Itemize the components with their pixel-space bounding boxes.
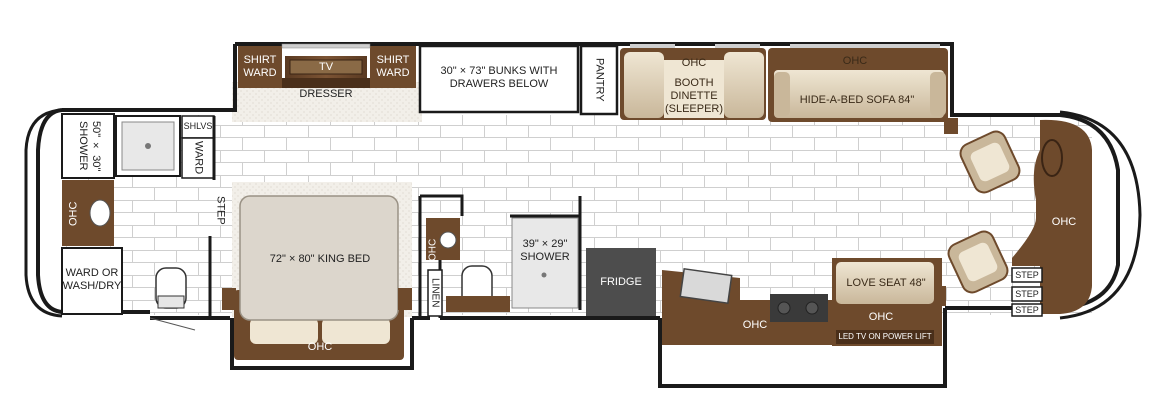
led-tv-label: LED TV ON POWER LIFT <box>838 332 932 341</box>
ohc-kitchen-label: OHC <box>742 318 768 331</box>
love-seat-label: LOVE SEAT 48" <box>846 276 926 289</box>
ohc-cab-label: OHC <box>1051 215 1077 228</box>
cockpit-console <box>1012 119 1092 314</box>
bedroom-slide <box>238 43 416 88</box>
rear-step-label: STEP <box>214 195 227 225</box>
front-cab <box>1059 110 1142 320</box>
bunks <box>418 44 580 114</box>
step-1-label: STEP <box>1015 270 1039 280</box>
entry-steps <box>1011 267 1043 317</box>
recliners <box>947 130 1021 294</box>
king-bed <box>222 195 412 360</box>
ohc-love-seat-label: OHC <box>868 310 894 323</box>
sofa-label: HIDE-A-BED SOFA 84" <box>799 93 915 106</box>
ward-wash-label: WARD OR WASH/DRY <box>62 267 122 292</box>
half-bath <box>426 218 510 317</box>
dresser-label: DRESSER <box>299 87 353 100</box>
pantry <box>579 44 619 116</box>
ward-label: WARD <box>192 141 205 175</box>
fridge <box>586 248 656 316</box>
tv-label: TV <box>318 60 334 73</box>
ohc-bed-label: OHC <box>307 340 333 353</box>
rear-door-swing <box>149 317 196 331</box>
rear-bath <box>61 113 215 315</box>
ohc-booth-label: OHC <box>681 56 707 69</box>
step-3-label: STEP <box>1015 305 1039 315</box>
exterior-walls <box>36 42 1120 388</box>
rear-cap <box>24 108 63 318</box>
mid-shower-label: 39" × 29" SHOWER <box>520 238 570 263</box>
shirt-ward-right-label: SHIRT WARD <box>376 54 410 79</box>
love-seat <box>832 258 946 346</box>
booth-dinette <box>620 44 766 120</box>
ohc-half-bath-label: OHC <box>427 238 439 262</box>
booth-dinette-label: BOOTH DINETTE (SLEEPER) <box>664 76 724 115</box>
rear-shower-label: 50" × 30" SHOWER <box>77 120 102 172</box>
ohc-rear-label: OHC <box>67 201 80 227</box>
kitchen-galley <box>662 267 832 345</box>
mid-shower <box>511 217 579 309</box>
ohc-sofa-label: OHC <box>842 54 868 67</box>
shelves-label: SHLVS <box>183 121 213 131</box>
linen-label: LINEN <box>429 278 441 308</box>
pantry-label: PANTRY <box>593 58 606 102</box>
fridge-label: FRIDGE <box>600 275 642 288</box>
shirt-ward-left-label: SHIRT WARD <box>243 54 277 79</box>
step-2-label: STEP <box>1015 289 1039 299</box>
king-bed-label: 72" × 80" KING BED <box>269 252 371 265</box>
hide-a-bed-sofa <box>768 44 958 134</box>
bunks-label: 30" × 73" BUNKS WITH DRAWERS BELOW <box>440 65 558 90</box>
